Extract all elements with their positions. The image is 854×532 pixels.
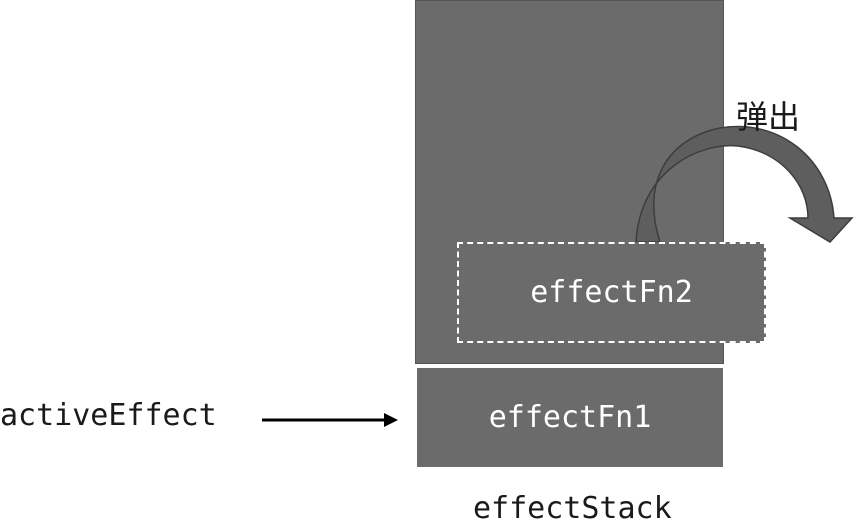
stack-item-label: effectFn2 — [530, 275, 693, 310]
pointer-arrow-head — [384, 413, 398, 427]
stack-item-effectfn2: effectFn2 — [457, 242, 766, 343]
effect-stack-label: effectStack — [473, 491, 672, 526]
stack-item-effectfn1: effectFn1 — [417, 368, 723, 467]
pop-label: 弹出 — [736, 98, 801, 136]
active-effect-label: activeEffect — [0, 398, 217, 433]
pop-arrow-body — [635, 125, 854, 243]
stack-item-label: effectFn1 — [488, 400, 652, 435]
